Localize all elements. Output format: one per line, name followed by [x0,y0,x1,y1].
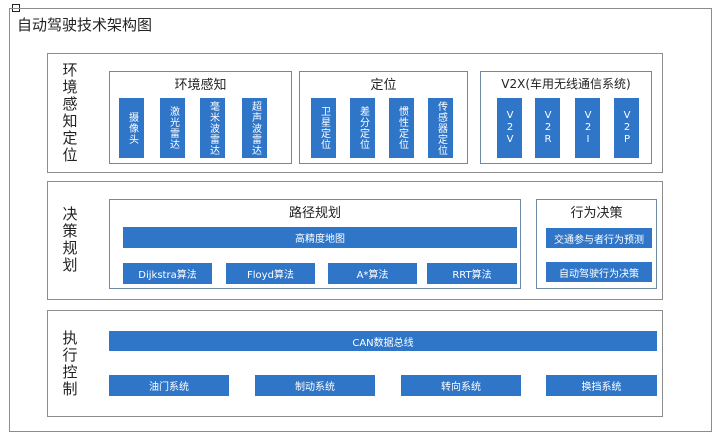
item-satellite-positioning: 卫星定位 [311,98,336,158]
algorithm-a-star: A*算法 [328,263,417,284]
algorithm-dijkstra: Dijkstra算法 [123,263,212,284]
item-sensor-positioning: 传感器定位 [428,98,453,158]
hd-map-bar: 高精度地图 [123,227,517,248]
layer-control-label: 执行控制 [60,330,79,398]
system-gear-shift: 换挡系统 [546,375,657,396]
item-v2i: V2I [575,98,600,158]
diagram-title: 自动驾驶技术架构图 [17,16,153,34]
layer-perception [47,53,663,173]
item-camera: 摄像头 [119,98,144,158]
group-behavior-decision-title: 行为决策 [570,205,623,221]
group-path-planning-title: 路径规划 [288,205,341,221]
item-ultrasonic-radar: 超声波雷达 [242,98,267,158]
layer-perception-label: 环境感知定位 [60,62,79,164]
group-v2x-title: V2X(车用无线通信系统) [501,76,631,91]
layer-planning [47,181,663,300]
algorithm-floyd: Floyd算法 [226,263,315,284]
diagram-frame [9,8,712,432]
item-v2v: V2V [497,98,522,158]
system-throttle: 油门系统 [109,375,229,396]
layer-planning-label: 决策规划 [60,206,79,274]
item-mmwave-radar: 毫米波雷达 [200,98,225,158]
item-v2r: V2R [535,98,560,158]
system-steering: 转向系统 [401,375,521,396]
group-positioning-title: 定位 [370,77,397,93]
item-inertial-positioning: 惯性定位 [389,98,414,158]
system-brake: 制动系统 [255,375,375,396]
item-differential-positioning: 差分定位 [350,98,375,158]
can-bus-bar: CAN数据总线 [109,331,657,351]
item-lidar: 激光雷达 [160,98,185,158]
autonomous-behavior-decision: 自动驾驶行为决策 [546,262,652,282]
item-v2p: V2P [614,98,639,158]
layer-control [47,310,663,417]
algorithm-rrt: RRT算法 [427,263,517,284]
traffic-participant-prediction: 交通参与者行为预测 [546,228,652,248]
group-environment-sensing-title: 环境感知 [174,77,227,93]
